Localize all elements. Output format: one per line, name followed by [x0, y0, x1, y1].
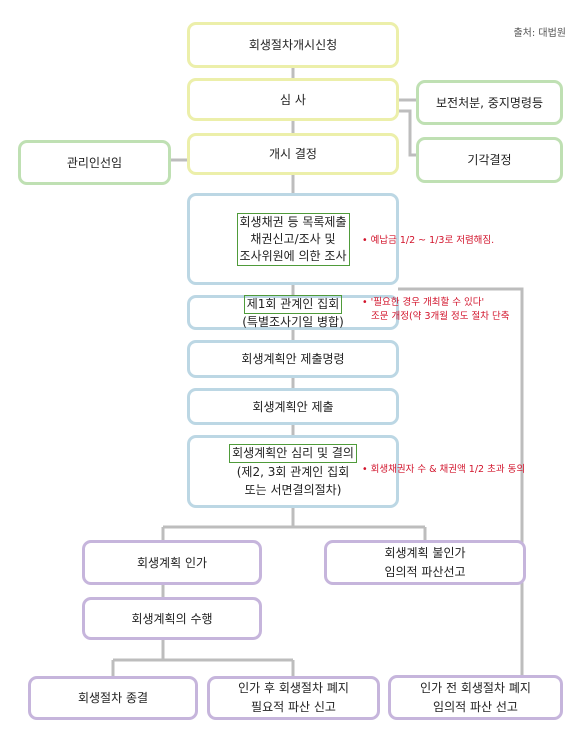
preservation-label: 보전처분, 중지명령등 — [436, 95, 543, 110]
dismiss-label: 기각결정 — [467, 153, 512, 167]
admin-appointment-box: 관리인선임 — [18, 140, 171, 185]
plan-submit-label: 회생계획안 제출 — [252, 399, 334, 414]
first-meeting-title: 제1회 관계인 집회 — [243, 294, 343, 314]
plan-rejection-line2: 임의적 파산선고 — [384, 564, 466, 579]
pre-approval-abolition-box: 인가 전 회생절차 폐지 임의적 파산 선고 — [388, 675, 563, 720]
pre-approval-line2: 임의적 파산 선고 — [433, 699, 518, 714]
dismiss-box: 기각결정 — [416, 137, 563, 183]
deliberation-title: 회생계획안 심리 및 결의 — [229, 444, 357, 463]
connector-rail-before — [398, 287, 524, 675]
plan-rejection-line1: 회생계획 불인가 — [384, 545, 466, 560]
plan-execution-box: 회생계획의 수행 — [82, 597, 262, 640]
claims-list-line1: 회생채권 등 목록제출 — [239, 214, 347, 229]
admin-label: 관리인선임 — [66, 155, 123, 170]
post-approval-line1: 인가 후 회생절차 폐지 — [238, 681, 349, 695]
review-label: 심 사 — [280, 92, 306, 107]
plan-approval-box: 회생계획 인가 — [82, 540, 262, 585]
source-caption: 출처: 대법원 — [513, 28, 566, 39]
claims-list-line3: 조사위원에 의한 조사 — [239, 248, 347, 263]
deliberation-box: 회생계획안 심리 및 결의 (제2, 3회 관계인 집회 또는 서면결의절차) — [187, 435, 399, 508]
note-deposit: • 예납금 1/2 ~ 1/3로 저렴해짐. — [362, 235, 495, 246]
decision-label: 개시 결정 — [269, 147, 317, 161]
procedure-end-label: 회생절차 종결 — [77, 691, 149, 705]
plan-execution-label: 회생계획의 수행 — [131, 611, 213, 626]
submission-order-box: 회생계획안 제출명령 — [187, 340, 399, 378]
first-meeting-box: 제1회 관계인 집회 (특별조사기일 병합) — [187, 294, 399, 330]
submission-order-label: 회생계획안 제출명령 — [241, 352, 345, 366]
first-meeting-subtitle: (특별조사기일 병합) — [242, 314, 344, 329]
post-approval-line2: 필요적 파산 신고 — [251, 700, 336, 714]
preservation-box: 보전처분, 중지명령등 — [416, 80, 563, 125]
start-application-box: 회생절차개시신청 — [187, 22, 399, 68]
deliberation-line2: (제2, 3회 관계인 집회 — [236, 465, 350, 479]
plan-approval-label: 회생계획 인가 — [136, 555, 208, 570]
claims-list-box: 회생채권 등 목록제출 채권신고/조사 및 조사위원에 의한 조사 — [187, 193, 399, 285]
plan-rejection-box: 회생계획 불인가 임의적 파산선고 — [324, 540, 526, 585]
review-box: 심 사 — [187, 78, 399, 121]
decision-box: 개시 결정 — [187, 133, 399, 175]
procedure-end-box: 회생절차 종결 — [28, 676, 198, 720]
pre-approval-line1: 인가 전 회생절차 폐지 — [420, 680, 531, 695]
post-approval-abolition-box: 인가 후 회생절차 폐지 필요적 파산 신고 — [207, 676, 380, 720]
plan-submit-box: 회생계획안 제출 — [187, 388, 399, 425]
deliberation-line3: 또는 서면결의절차) — [244, 483, 342, 497]
claims-list-highlight: 회생채권 등 목록제출 채권신고/조사 및 조사위원에 의한 조사 — [236, 212, 350, 266]
start-label: 회생절차개시신청 — [248, 38, 338, 52]
note-article-revision: 조문 개정(약 3개월 정도 절차 단축 — [371, 311, 510, 322]
claims-list-line2: 채권신고/조사 및 — [250, 231, 336, 246]
note-consent-threshold: • 회생채권자 수 & 채권액 1/2 초과 동의 — [362, 464, 526, 475]
note-meeting-optional: • '필요한 경우 개최할 수 있다' — [362, 297, 485, 308]
connector-review-dismiss — [398, 109, 416, 157]
